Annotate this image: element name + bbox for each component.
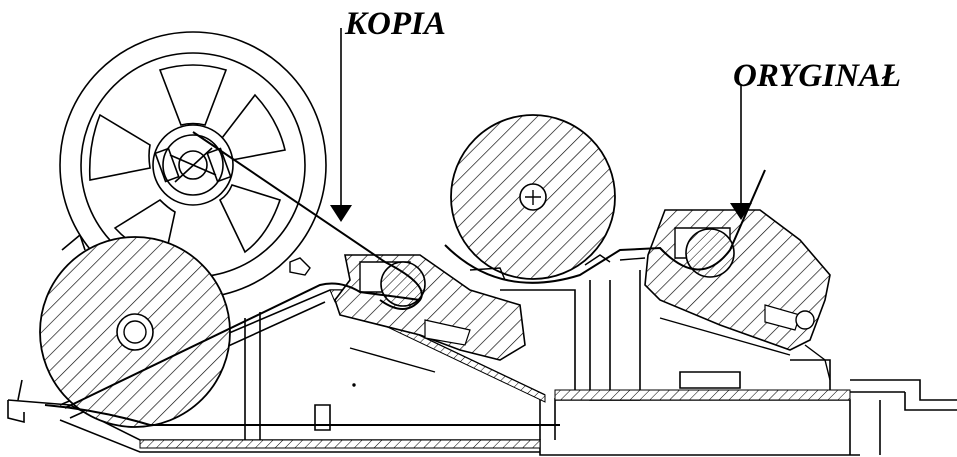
paper-path [44,131,766,426]
base-plate-hatch [554,389,851,401]
ribbon-spool [59,31,327,299]
paper-roll-original [450,114,616,280]
base-plate-hatch-left [139,439,541,449]
print-head-original [644,209,831,356]
print-head-copy [334,254,526,373]
paper-roll-copy [39,236,231,428]
label-oryginal: ORYGINAŁ [733,58,902,94]
label-kopia: KOPIA [345,6,446,42]
mechanism-details [289,254,831,387]
oryginal-arrow [730,84,752,220]
kopia-arrow [330,28,352,222]
